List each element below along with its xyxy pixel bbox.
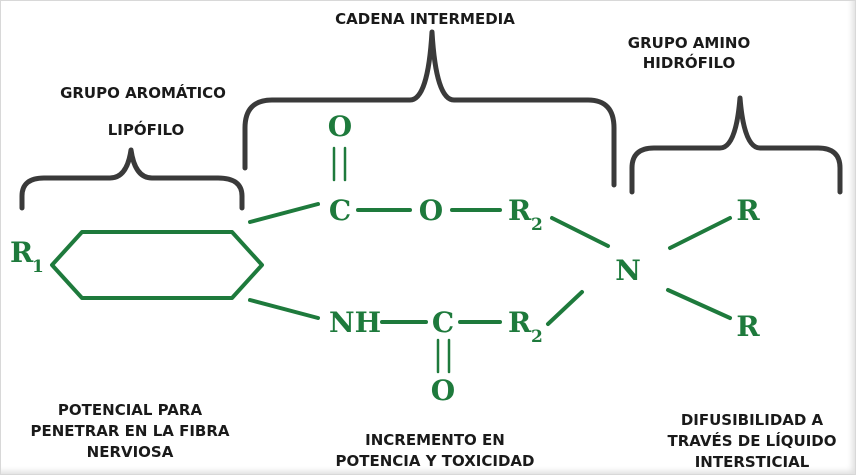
amide-oxygen-bottom: O xyxy=(431,374,455,407)
n-to-bottom-r-bond xyxy=(666,288,732,320)
amino-title-line1: GRUPO AMINO xyxy=(628,34,750,52)
amino-note-line2: TRAVÉS DE LÍQUIDO xyxy=(667,431,836,450)
aromatic-title: GRUPO AROMÁTICO xyxy=(60,83,226,102)
chain-note-line2: POTENCIA Y TOXICIDAD xyxy=(336,452,535,470)
amide-r2-atom: R xyxy=(508,306,532,339)
chain-note-line1: INCREMENTO EN xyxy=(365,431,505,449)
r1-atom: R xyxy=(10,236,34,269)
ester-r2-atom: R xyxy=(508,194,532,227)
ester-oxygen-top: O xyxy=(328,110,352,143)
n-to-top-r-bond xyxy=(668,216,732,250)
amide-nh: NH xyxy=(329,306,381,339)
ring-to-amide-bond xyxy=(248,298,320,320)
aromatic-ring xyxy=(50,230,264,300)
amino-note-line3: INTERSTICIAL xyxy=(695,453,810,471)
aromatic-note-line1: POTENCIAL PARA xyxy=(58,401,203,419)
r1-subscript: 1 xyxy=(32,257,44,277)
amide-r2-to-n-bond xyxy=(546,290,584,326)
aromatic-subtitle: LIPÓFILO xyxy=(108,120,185,139)
amino-group-bracket xyxy=(629,95,843,195)
n-bottom-r-atom: R xyxy=(736,310,760,343)
ester-carbon: C xyxy=(329,194,351,227)
intermediate-chain-bracket xyxy=(242,29,617,188)
aromatic-note-line3: NERVIOSA xyxy=(87,443,174,461)
chain-title: CADENA INTERMEDIA xyxy=(335,10,515,28)
amide-r2-subscript: 2 xyxy=(531,327,543,347)
nitrogen-atom: N xyxy=(615,254,641,287)
ester-r2-subscript: 2 xyxy=(531,215,543,235)
amino-note-line1: DIFUSIBILIDAD A xyxy=(681,411,824,429)
ring-to-ester-bond xyxy=(248,202,320,224)
n-top-r-atom: R xyxy=(736,194,760,227)
ester-oxygen: O xyxy=(419,194,443,227)
aromatic-group-bracket xyxy=(19,147,245,211)
amide-carbon: C xyxy=(432,306,454,339)
ester-r2-to-n-bond xyxy=(550,216,610,248)
aromatic-note-line2: PENETRAR EN LA FIBRA xyxy=(30,422,229,440)
amino-title-line2: HIDRÓFILO xyxy=(643,53,736,72)
